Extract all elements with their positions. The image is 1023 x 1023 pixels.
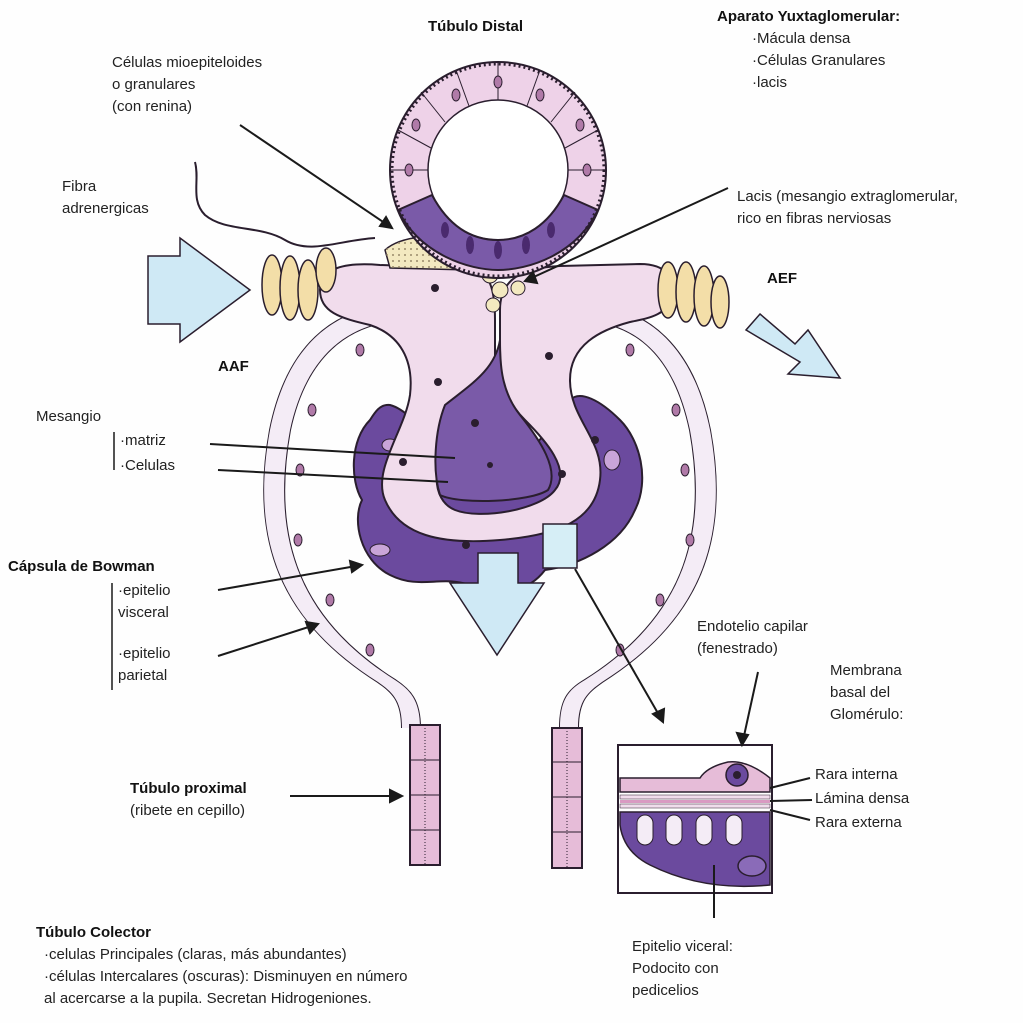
label-aparato-macula: ·Mácula densa [752, 28, 850, 49]
proximal-tubules [410, 725, 582, 868]
label-colector-title: Túbulo Colector [36, 922, 151, 943]
label-endotelio-1: Endotelio capilar [697, 616, 808, 637]
aef-arrow [746, 314, 840, 378]
label-lacis-1: Lacis (mesangio extraglomerular, [737, 186, 958, 207]
label-mioepiteloides-2: o granulares [112, 74, 195, 95]
label-aaf: AAF [218, 356, 249, 377]
membrane-inset [618, 745, 772, 893]
label-aparato-lacis: ·lacis [752, 72, 787, 93]
label-membrana-1: Membrana [830, 660, 902, 681]
label-parietal: parietal [118, 665, 167, 686]
label-lamina-densa: Lámina densa [815, 788, 909, 809]
label-visceral: visceral [118, 602, 169, 623]
label-endotelio-2: (fenestrado) [697, 638, 778, 659]
label-celulas: ·Celulas [120, 455, 175, 476]
label-viceral-3: pedicelios [632, 980, 699, 1001]
label-mioepiteloides-1: Células mioepiteloides [112, 52, 262, 73]
label-epitelio-1: ·epitelio [118, 580, 171, 601]
label-mioepiteloides-3: (con renina) [112, 96, 192, 117]
label-lacis-2: rico en fibras nerviosas [737, 208, 891, 229]
label-rara-interna: Rara interna [815, 764, 898, 785]
label-membrana-3: Glomérulo: [830, 704, 903, 725]
label-membrana-2: basal del [830, 682, 890, 703]
adrenergic-fiber [195, 162, 375, 247]
aaf-arrow [148, 238, 250, 342]
label-fibra-1: Fibra [62, 176, 96, 197]
label-mesangio: Mesangio [36, 406, 101, 427]
label-tubulo-distal: Túbulo Distal [428, 16, 523, 37]
distal-tubule [390, 62, 606, 278]
label-proximal-1: Túbulo proximal [130, 778, 247, 799]
label-viceral-2: Podocito con [632, 958, 719, 979]
label-matriz: ·matriz [120, 430, 166, 451]
label-colector-principales: ·celulas Principales (claras, más abunda… [44, 944, 347, 965]
label-colector-intercalares: ·células Intercalares (oscuras): Disminu… [44, 966, 407, 987]
label-aef: AEF [767, 268, 797, 289]
label-capsula: Cápsula de Bowman [8, 556, 155, 577]
label-fibra-2: adrenergicas [62, 198, 149, 219]
label-colector-hidrogeniones: al acercarse a la pupila. Secretan Hidro… [44, 988, 372, 1009]
label-aparato-title: Aparato Yuxtaglomerular: [717, 6, 900, 27]
label-aparato-granulares: ·Células Granulares [752, 50, 885, 71]
label-proximal-2: (ribete en cepillo) [130, 800, 245, 821]
label-rara-externa: Rara externa [815, 812, 902, 833]
zoom-source-box [543, 524, 577, 568]
label-epitelio-2: ·epitelio [118, 643, 171, 664]
label-viceral-1: Epitelio viceral: [632, 936, 733, 957]
